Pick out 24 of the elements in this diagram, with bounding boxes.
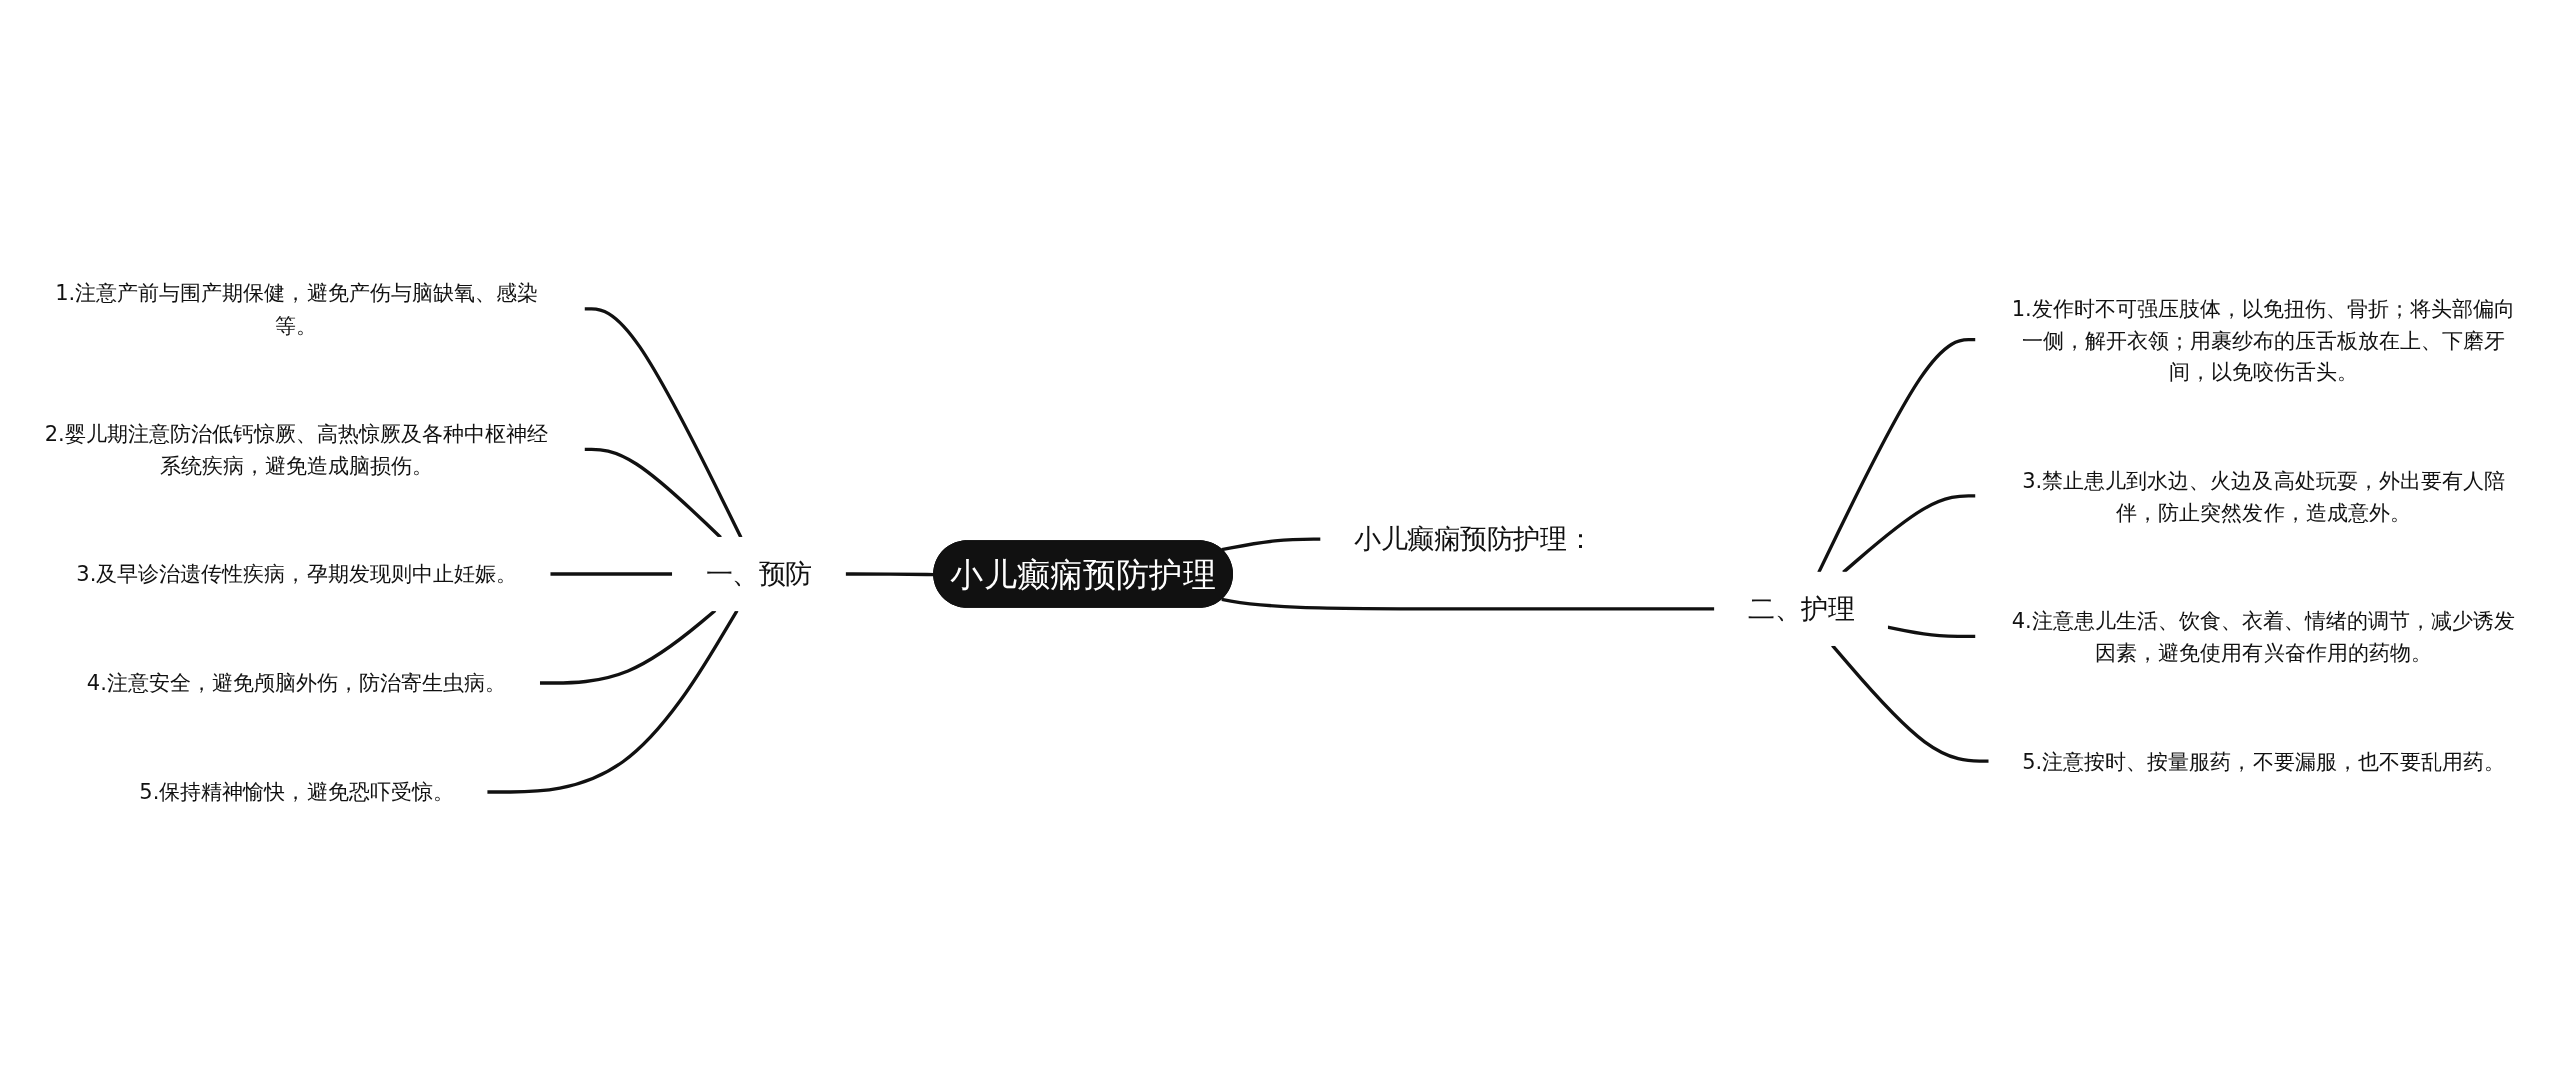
node-text: 5.注意按时、按量服药，不要漏服，也不要乱用药。 — [2022, 748, 2505, 774]
connector — [584, 447, 722, 539]
node-text: 5.保持精神愉快，避免恐吓受惊。 — [139, 779, 454, 804]
node-text: 1.注意产前与围产期保健，避免产伤与脑缺氧、感染等。 — [55, 280, 538, 337]
node-text: 3.及早诊治遗传性疾病，孕期发现则中止妊娠。 — [76, 561, 517, 586]
node-text: 小儿癫痫预防护理： — [1354, 523, 1594, 555]
connector — [549, 572, 673, 576]
connector — [845, 572, 935, 577]
connector — [1887, 625, 1976, 639]
node-text: 2.婴儿期注意防治低钙惊厥、高热惊厥及各种中枢神经系统疾病，避免造成脑损伤。 — [44, 421, 549, 477]
connector — [539, 609, 717, 685]
connector — [1831, 644, 1990, 763]
node-text: 4.注意安全，避免颅脑外伤，防治寄生虫病。 — [86, 670, 507, 695]
connector — [1842, 494, 1976, 574]
node-text: 二、护理 — [1747, 593, 1855, 625]
node-text: 一、预防 — [705, 558, 813, 590]
connector — [1221, 597, 1715, 611]
connector — [1221, 537, 1321, 552]
connector — [486, 609, 739, 794]
connector — [1817, 337, 1976, 574]
node-text: 4.注意患儿生活、饮食、衣着、情绪的调节，减少诱发因素，避免使用有兴奋作用的药物。 — [2011, 608, 2516, 665]
node-text: 1.发作时不可强压肢体，以免扭伤、骨折；将头部偏向一侧，解开衣领；用裹纱布的压舌板放在上、下磨牙间，以免咬伤舌头。 — [2011, 295, 2516, 384]
node-text: 3.禁止患儿到水边、火边及高处玩耍，外出要有人陪伴，防止突然发作，造成意外。 — [2022, 467, 2505, 524]
connector — [584, 307, 743, 539]
